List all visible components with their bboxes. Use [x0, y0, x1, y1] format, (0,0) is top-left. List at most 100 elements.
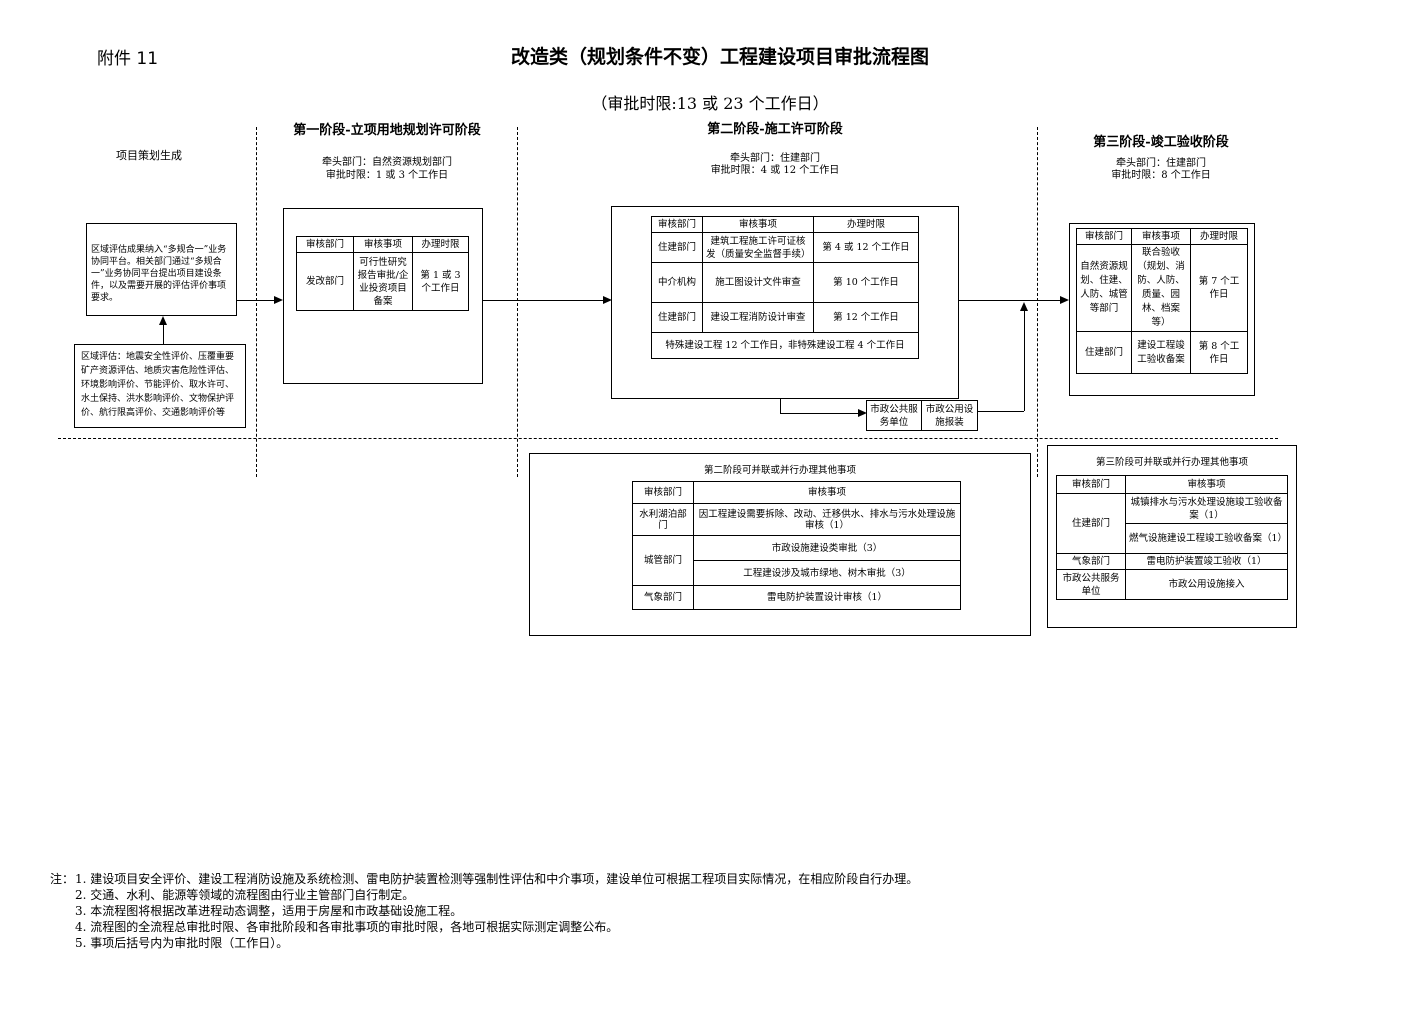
stage1-title: 第一阶段-立项用地规划许可阶段: [293, 123, 481, 138]
project-gen-label: 项目策划生成: [116, 149, 182, 162]
note-1: 1. 建设项目安全评价、建设工程消防设施及系统检测、雷电防护装置检测等强制性评估…: [75, 872, 919, 886]
table-row: 住建部门 建设工程竣工验收备案 第 8 个工作日: [1076, 331, 1248, 374]
header-dept: 审核部门: [296, 236, 354, 253]
arrow-to-stage1: [274, 296, 283, 304]
cell-item: 城镇排水与污水处理设施竣工验收备案（1）: [1125, 493, 1288, 524]
stage2-lead: 牵头部门：住建部门: [730, 153, 820, 164]
table-row: 工程建设涉及城市绿地、树木审批（3）: [633, 560, 961, 586]
header-dept: 审核部门: [632, 481, 694, 504]
table-row: 发改部门 可行性研究报告审批/企业投资项目备案 第 1 或 3 个工作日: [296, 252, 469, 311]
cell-dept: 住建部门: [651, 232, 703, 263]
parallel3-table: 审核部门 审核事项 住建部门 城镇排水与污水处理设施竣工验收备案（1） 燃气设施…: [1056, 475, 1288, 600]
cell-item: 市政公用设施接入: [1125, 569, 1288, 600]
page-title: 改造类（规划条件不变）工程建设项目审批流程图: [510, 46, 929, 68]
note-2: 2. 交通、水利、能源等领域的流程图由行业主管部门自行制定。: [75, 888, 415, 902]
stage2-title: 第二阶段-施工许可阶段: [707, 122, 843, 137]
region-eval-arrow: [159, 316, 167, 325]
parallel3-title: 第三阶段可并联或并行办理其他事项: [1095, 457, 1248, 468]
arrow-to-stage2: [603, 296, 612, 304]
table-row: 气象部门 雷电防护装置竣工验收（1）: [1056, 553, 1288, 570]
cell-item: 建设工程消防设计审查: [702, 302, 814, 333]
header-item: 审核事项: [702, 216, 814, 233]
cell-dept: 气象部门: [1056, 553, 1126, 570]
cell-time: 第 10 个工作日: [813, 262, 919, 303]
table-row: 住建部门 城镇排水与污水处理设施竣工验收备案（1）: [1056, 493, 1288, 554]
parallel-divider: [58, 438, 1278, 439]
cell-item: 可行性研究报告审批/企业投资项目备案: [353, 252, 413, 311]
header-dept: 审核部门: [1056, 475, 1126, 494]
stage2-side-boxes: 市政公共服务单位 市政公用设施报装: [866, 400, 978, 431]
cell-item: 市政设施建设类审批（3）: [693, 535, 961, 561]
table-row: 市政公共服务单位 市政公用设施接入: [1056, 569, 1288, 600]
cell-time: 第 4 或 12 个工作日: [813, 232, 919, 263]
stage-divider-2: [517, 127, 518, 477]
header-dept: 审核部门: [651, 216, 703, 233]
notes-prefix: 注：: [50, 872, 75, 886]
note-4: 4. 流程图的全流程总审批时限、各审批阶段和各审批事项的审批时限，各地可根据实际…: [75, 920, 619, 934]
cell-item: 建设工程竣工验收备案: [1131, 331, 1191, 374]
note-5: 5. 事项后括号内为审批时限（工作日）。: [75, 936, 289, 950]
table-header-row: 审核部门 审核事项 办理时限: [296, 236, 469, 253]
table-row: 气象部门 雷电防护装置设计审核（1）: [632, 585, 961, 610]
region-eval-connector: [163, 322, 164, 344]
note-3: 3. 本流程图将根据改革进程动态调整，适用于房屋和市政基础设施工程。: [75, 904, 463, 918]
arrow-to-stage1-line: [237, 300, 274, 301]
region-eval-box: 区域评估：地震安全性评价、压覆重要矿产资源评估、地质灾害危险性评估、环境影响评价…: [74, 344, 246, 428]
cell-item: 工程建设涉及城市绿地、树木审批（3）: [693, 560, 961, 586]
table-header-row: 审核部门 审核事项: [632, 481, 961, 504]
stage-divider-1: [256, 127, 257, 477]
table-row: 城管部门 市政设施建设类审批（3）: [632, 535, 961, 586]
arrow-to-stage2-line: [483, 300, 603, 301]
table-row: 水利湖泊部门 因工程建设需要拆除、改动、迁移供水、排水与污水处理设施审核（1）: [632, 503, 961, 536]
stage2-table: 审核部门 审核事项 办理时限 住建部门 建筑工程施工许可证核发（质量安全监督手续…: [651, 216, 919, 359]
cell-time: 第 1 或 3 个工作日: [412, 252, 469, 311]
arrow-to-stage3: [1060, 296, 1069, 304]
cell-item: 联合验收（规划、消防、人防、质量、园林、档案等）: [1131, 244, 1191, 332]
parallel2-table: 审核部门 审核事项 水利湖泊部门 因工程建设需要拆除、改动、迁移供水、排水与污水…: [632, 481, 961, 610]
stage3-lead: 牵头部门：住建部门: [1116, 158, 1206, 169]
stage3-table: 审核部门 审核事项 办理时限 自然资源规划、住建、人防、城管等部门 联合验收（规…: [1076, 228, 1248, 374]
stage3-title: 第三阶段-竣工验收阶段: [1093, 135, 1229, 150]
cell-item: 因工程建设需要拆除、改动、迁移供水、排水与污水处理设施审核（1）: [693, 503, 961, 536]
cell-item: 燃气设施建设工程竣工验收备案（1）: [1125, 523, 1288, 554]
parallel2-title: 第二阶段可并联或并行办理其他事项: [703, 465, 856, 476]
table-row: 自然资源规划、住建、人防、城管等部门 联合验收（规划、消防、人防、质量、园林、档…: [1076, 244, 1248, 332]
header-item: 审核事项: [353, 236, 413, 253]
cell-item: 雷电防护装置竣工验收（1）: [1125, 553, 1288, 570]
cell-dept: 城管部门: [632, 535, 694, 586]
side-to-stage3-v: [1024, 310, 1025, 411]
cell-item: 建筑工程施工许可证核发（质量安全监督手续）: [702, 232, 814, 263]
side-box-facility: 市政公用设施报装: [921, 400, 978, 431]
side-connector-arrow: [858, 409, 867, 417]
arrow-to-stage3-line: [959, 300, 1061, 301]
cell-time: 第 12 个工作日: [813, 302, 919, 333]
project-gen-box: 区域评估成果纳入“多规合一”业务协同平台。相关部门通过“多规合一”业务协同平台提…: [86, 223, 237, 316]
stage3-limit: 审批时限：8 个工作日: [1111, 170, 1211, 181]
side-to-stage3-arrow: [1020, 302, 1028, 311]
header-dept: 审核部门: [1076, 228, 1132, 245]
stage2-footer: 特殊建设工程 12 个工作日，非特殊建设工程 4 个工作日: [651, 332, 919, 359]
table-header-row: 审核部门 审核事项 办理时限: [651, 216, 919, 233]
side-box-service: 市政公共服务单位: [866, 400, 922, 431]
header-item: 审核事项: [1125, 475, 1288, 494]
cell-dept: 气象部门: [632, 585, 694, 610]
cell-dept: 住建部门: [651, 302, 703, 333]
table-header-row: 审核部门 审核事项 办理时限: [1076, 228, 1248, 245]
table-footer-row: 特殊建设工程 12 个工作日，非特殊建设工程 4 个工作日: [651, 332, 919, 359]
stage1-limit: 审批时限：1 或 3 个工作日: [325, 170, 449, 181]
cell-item: 雷电防护装置设计审核（1）: [693, 585, 961, 610]
cell-dept: 自然资源规划、住建、人防、城管等部门: [1076, 244, 1132, 332]
stage2-limit: 审批时限：4 或 12 个工作日: [710, 165, 840, 176]
cell-item: 施工图设计文件审查: [702, 262, 814, 303]
cell-time: 第 7 个工作日: [1190, 244, 1248, 332]
cell-dept: 水利湖泊部门: [632, 503, 694, 536]
region-eval-text: 区域评估：地震安全性评价、压覆重要矿产资源评估、地质灾害危险性评估、环境影响评价…: [81, 352, 235, 418]
table-row: 住建部门 建筑工程施工许可证核发（质量安全监督手续） 第 4 或 12 个工作日: [651, 232, 919, 263]
table-row: 中介机构 施工图设计文件审查 第 10 个工作日: [651, 262, 919, 303]
table-row: 住建部门 建设工程消防设计审查 第 12 个工作日: [651, 302, 919, 333]
cell-dept: 发改部门: [296, 252, 354, 311]
cell-dept: 住建部门: [1076, 331, 1132, 374]
cell-dept: 中介机构: [651, 262, 703, 303]
side-to-stage3-h: [978, 411, 1024, 412]
stage-divider-3: [1037, 127, 1038, 477]
